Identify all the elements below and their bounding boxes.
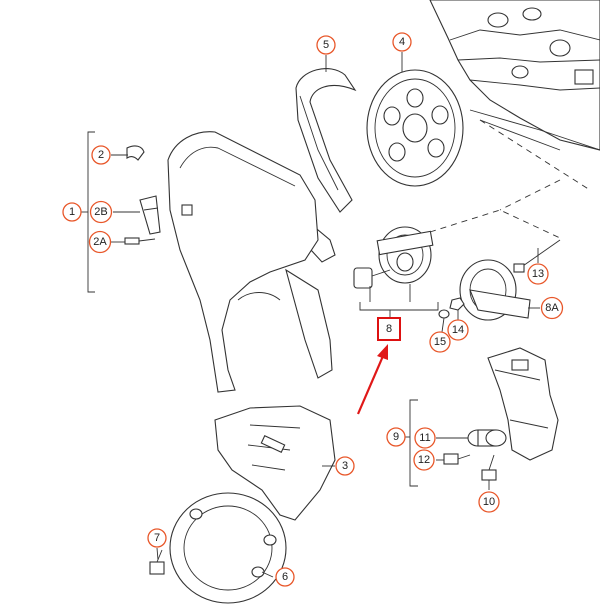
svg-text:3: 3 <box>342 460 348 472</box>
callout-14[interactable]: 14 <box>447 319 469 341</box>
leader-lines <box>80 52 561 578</box>
svg-text:10: 10 <box>483 496 495 508</box>
svg-text:9: 9 <box>393 431 399 443</box>
callout-1[interactable]: 1 <box>62 202 82 222</box>
callout-7[interactable]: 7 <box>147 528 167 548</box>
tensioner-8a <box>459 259 531 321</box>
callout-2[interactable]: 2 <box>91 145 111 165</box>
callout-9[interactable]: 9 <box>386 427 406 447</box>
engine-block <box>429 0 600 191</box>
svg-text:12: 12 <box>418 454 430 466</box>
callout-2b[interactable]: 2B <box>89 200 113 224</box>
callout-8[interactable]: 8 <box>377 317 401 341</box>
stud-13 <box>513 239 561 273</box>
svg-text:6: 6 <box>282 571 288 583</box>
tensioner-roller <box>376 226 434 284</box>
svg-text:4: 4 <box>399 36 405 48</box>
callout-15[interactable]: 15 <box>429 331 451 353</box>
svg-text:5: 5 <box>323 39 329 51</box>
callout-5[interactable]: 5 <box>316 35 336 55</box>
svg-text:13: 13 <box>532 268 544 280</box>
svg-text:2A: 2A <box>93 236 107 248</box>
callout-11[interactable]: 11 <box>414 427 436 449</box>
svg-text:15: 15 <box>434 336 446 348</box>
svg-text:7: 7 <box>154 532 160 544</box>
svg-text:14: 14 <box>452 324 464 336</box>
svg-text:1: 1 <box>69 206 75 218</box>
callout-12[interactable]: 12 <box>413 449 435 471</box>
callout-2a[interactable]: 2A <box>88 230 112 254</box>
svg-text:8: 8 <box>386 323 392 335</box>
callout-8a[interactable]: 8A <box>540 296 564 320</box>
camshaft-sprocket <box>366 69 464 187</box>
clip-2 <box>126 145 145 161</box>
lower-timing-cover <box>214 405 336 521</box>
bolt-12 <box>443 453 471 465</box>
damper-11 <box>467 429 507 447</box>
crankshaft-cover <box>169 492 287 604</box>
tensioner-bolt <box>353 267 391 289</box>
bolt-10 <box>481 454 497 481</box>
nut-14 <box>449 297 465 311</box>
upper-timing-cover <box>167 131 333 393</box>
bolt-7 <box>149 549 165 575</box>
svg-text:8A: 8A <box>545 302 559 314</box>
washer-15 <box>438 309 450 319</box>
svg-text:2: 2 <box>98 149 104 161</box>
clip-2b <box>139 195 161 235</box>
svg-text:11: 11 <box>419 432 430 444</box>
svg-text:2B: 2B <box>94 206 107 218</box>
callout-10[interactable]: 10 <box>478 491 500 513</box>
engine-mount-bracket <box>487 347 559 461</box>
callout-6[interactable]: 6 <box>275 567 295 587</box>
callout-4[interactable]: 4 <box>392 32 412 52</box>
highlight-arrow <box>356 344 388 415</box>
callout-3[interactable]: 3 <box>335 456 355 476</box>
bolt-2a <box>124 237 156 245</box>
callout-13[interactable]: 13 <box>527 263 549 285</box>
